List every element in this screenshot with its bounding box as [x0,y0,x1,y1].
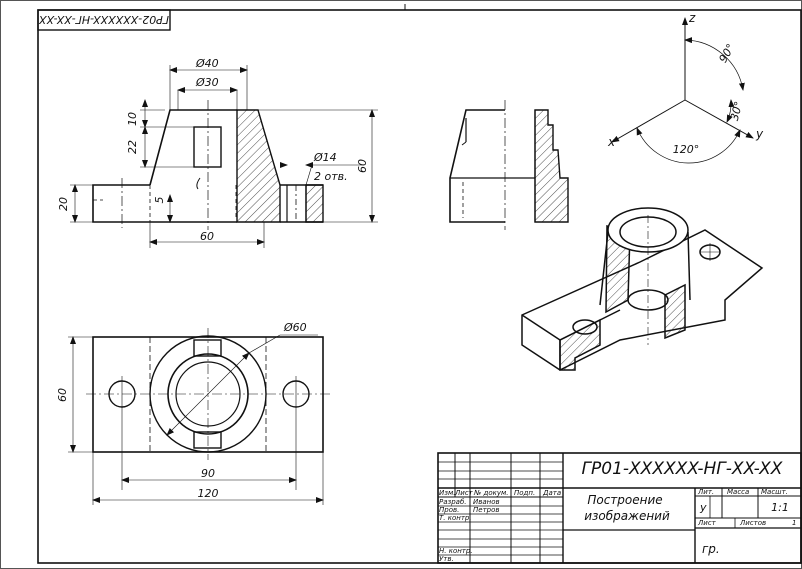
group-label: гр. [702,542,720,556]
row-nkontr: Н. контр. [439,547,473,555]
col-date: Дата [542,489,561,497]
angle-120-label: 120° [673,143,700,156]
dim-d30: Ø30 [195,76,219,89]
name-razrab: Иванов [473,498,500,506]
top-view [68,328,330,505]
title-block [437,452,802,564]
doc-code: ГР01-XXXXXX-НГ-XX-XX [582,459,783,479]
masshtab-label: Масшт. [761,488,788,496]
side-section-hatch [534,109,569,223]
col-izm: Изм. [439,489,455,497]
lit-label: Лит. [697,488,714,496]
isometric-view [521,207,764,371]
sheets-label: Листов [739,519,766,527]
dim-22: 22 [126,140,139,154]
iso-hatch-right [664,283,686,340]
holes-note: 2 отв. [314,170,348,183]
axes-diagram [611,17,754,164]
row-razrab: Разраб. [439,498,467,506]
title-line1: Построение [587,493,662,507]
col-sign: Подп. [514,489,535,497]
dim-60-base: 60 [200,230,214,243]
angle-30-label: 30° [728,100,746,122]
front-window [193,126,222,168]
corner-stamp: ГР02-XXXXXX-НГ-XX-XX [37,9,171,31]
side-view [449,100,569,230]
dim-60-height: 60 [356,159,369,173]
dim-d14: Ø14 [313,151,337,164]
axis-y-label: y [755,127,764,141]
name-prov: Петров [473,506,500,514]
lit-value: у [699,501,707,514]
axis-x-label: x [607,135,616,149]
dim-5: 5 [153,197,166,204]
massa-label: Масса [727,488,749,496]
row-utv: Утв. [439,555,454,563]
scale-value: 1:1 [771,501,789,514]
dim-120: 120 [198,487,219,500]
title-line2: изображений [584,509,670,523]
front-section-hatch [236,109,281,223]
row-prov: Пров. [439,506,459,514]
col-list: Лист [454,489,474,497]
col-doc: № докум. [473,489,509,497]
dim-20: 20 [57,197,70,211]
front-view [70,65,378,248]
dim-d40: Ø40 [195,57,219,70]
corner-stamp-text: ГР02-XXXXXX-НГ-XX-XX [39,13,169,26]
front-base-left [92,184,237,223]
front-flange-hatch [305,184,324,223]
dim-90: 90 [201,467,215,480]
row-tkontr: Т. контр. [439,514,472,522]
iso-hatch-left [559,318,601,371]
axis-z-label: z [688,11,696,25]
dim-10: 10 [126,112,139,126]
dim-d60: Ø60 [283,321,307,334]
drawing-frame [37,9,802,564]
sheet-label: Лист [697,519,717,527]
sheets-value: 1 [792,519,796,527]
dim-60-top: 60 [56,388,69,402]
